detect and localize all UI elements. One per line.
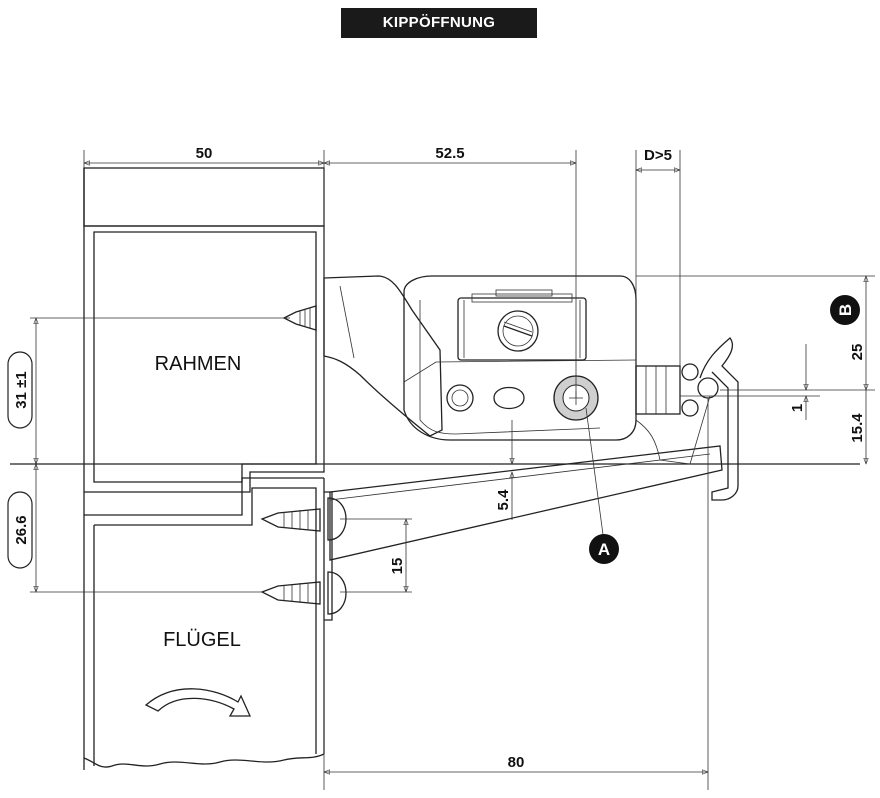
marker-a-label: A <box>598 540 610 559</box>
dim-gap: D>5 <box>635 147 681 366</box>
frame-label: RAHMEN <box>155 353 242 375</box>
dim-offset: 52.5 <box>323 145 577 398</box>
dim-31-label: 31 ±1 <box>13 371 30 408</box>
tilt-stay-hardware <box>323 275 739 561</box>
dim-gap-label: D>5 <box>644 147 672 164</box>
dim-1-label: 1 <box>789 404 806 412</box>
screw-frame-icon <box>282 305 317 331</box>
drawing-title: KIPPÖFFNUNG <box>341 8 537 38</box>
dim-offset-label: 52.5 <box>435 145 464 162</box>
marker-a: A <box>589 534 619 564</box>
rotation-arrow-icon <box>144 688 252 717</box>
sash-plate <box>324 491 333 621</box>
sash-profile <box>83 477 325 770</box>
screw-sash-lower-icon <box>260 571 347 615</box>
dim-screw-spacing: 15 <box>340 518 412 593</box>
sash-label: FLÜGEL <box>163 629 241 651</box>
marker-b: B <box>830 295 860 325</box>
marker-b-label: B <box>836 304 855 316</box>
marker-a-leader <box>585 407 605 543</box>
dim-15-label: 15 <box>389 558 406 575</box>
dim-15-4-label: 15.4 <box>849 413 866 443</box>
frame-profile <box>83 167 325 498</box>
dim-5-4-label: 5.4 <box>495 489 512 511</box>
screw-sash-upper-icon <box>260 497 347 541</box>
dim-left-rebates: 31 ±1 26.6 <box>7 317 290 593</box>
dim-80-label: 80 <box>508 754 525 771</box>
dim-height-right: 25 15.4 <box>636 275 875 465</box>
dim-frame-width: 50 <box>83 145 325 470</box>
dim-overall: 80 <box>323 398 709 790</box>
dim-25-label: 25 <box>849 344 866 361</box>
dim-small-1: 1 <box>680 344 820 420</box>
dim-depth: 5.4 <box>495 420 515 520</box>
dim-26-6-label: 26.6 <box>13 515 30 544</box>
dim-frame-width-label: 50 <box>196 145 213 162</box>
